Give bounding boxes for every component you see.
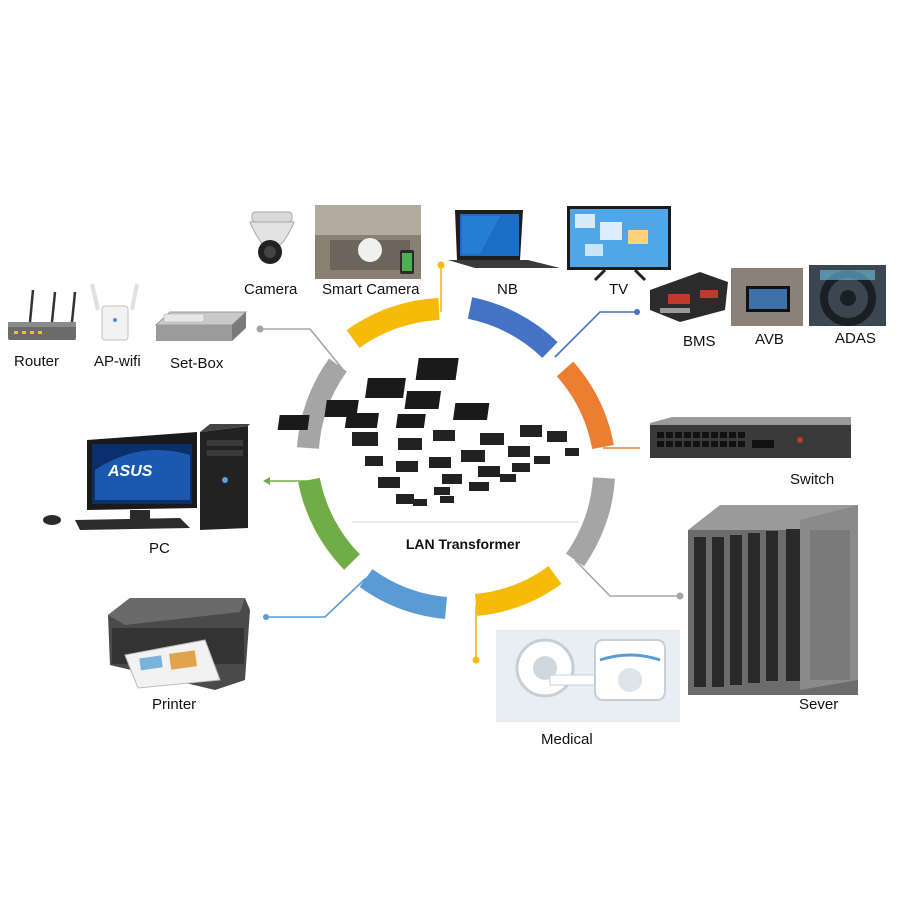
ap-wifi-icon [90,283,139,341]
connector-dot-medical [472,656,480,664]
label-tv: TV [609,281,629,298]
label-sever: Sever [799,696,839,713]
tv-icon [567,206,671,282]
label-router: Router [14,353,60,370]
sever-rack-icon [688,505,858,695]
avb-icon [731,268,803,326]
ring-segments [297,297,615,619]
pc-icon: ASUS [43,424,250,530]
ring-arc-yellow-bottom [474,565,562,616]
component-small [352,425,579,506]
label-smart-camera: Smart Camera [322,281,420,298]
connector-dot-settop [256,325,264,333]
set-box-icon [154,311,248,341]
connector-settop [260,328,346,373]
label-bms: BMS [683,333,716,350]
label-printer: Printer [152,696,197,713]
switch-icon [650,417,851,458]
connector-server [574,559,680,597]
center-title: LAN Transformer [405,536,521,552]
label-avb: AVB [755,331,784,348]
label-adas: ADAS [835,330,876,347]
label-medical: Medical [541,731,593,748]
adas-icon [809,265,886,326]
component-large [277,358,490,430]
medical-image [496,630,680,722]
transformer-components [277,358,579,506]
connector-dot-tv [634,309,640,315]
connectors [256,261,684,664]
label-nb: NB [497,281,518,298]
bms-icon [650,272,728,322]
ring-arc-green [298,477,361,570]
connector-dot-camera [437,261,445,269]
ring-arc-gray-right [565,477,615,567]
ring-arc-gray-left [297,358,348,449]
ring-arc-yellow-top [346,298,440,349]
ring-arc-orange [556,361,614,450]
connector-dot-printer [263,614,269,620]
connector-dot-server [676,592,684,600]
connector-printer [266,577,367,618]
printer-icon [108,598,250,690]
svg-text:ASUS: ASUS [107,463,153,480]
label-switch: Switch [790,471,835,488]
nb-laptop-icon [448,210,560,268]
ring-arc-blue-bottom [359,568,448,619]
connector-arrow-pc [263,477,270,485]
label-pc: PC [149,540,170,557]
label-camera: Camera [244,281,298,298]
smart-camera-image [315,205,421,279]
router-icon [8,289,77,340]
label-set-box: Set-Box [170,355,224,372]
label-ap-wifi: AP-wifi [94,353,141,370]
ring-arc-blue-top [467,297,558,359]
camera-icon [249,211,295,264]
connector-tv [554,311,637,358]
